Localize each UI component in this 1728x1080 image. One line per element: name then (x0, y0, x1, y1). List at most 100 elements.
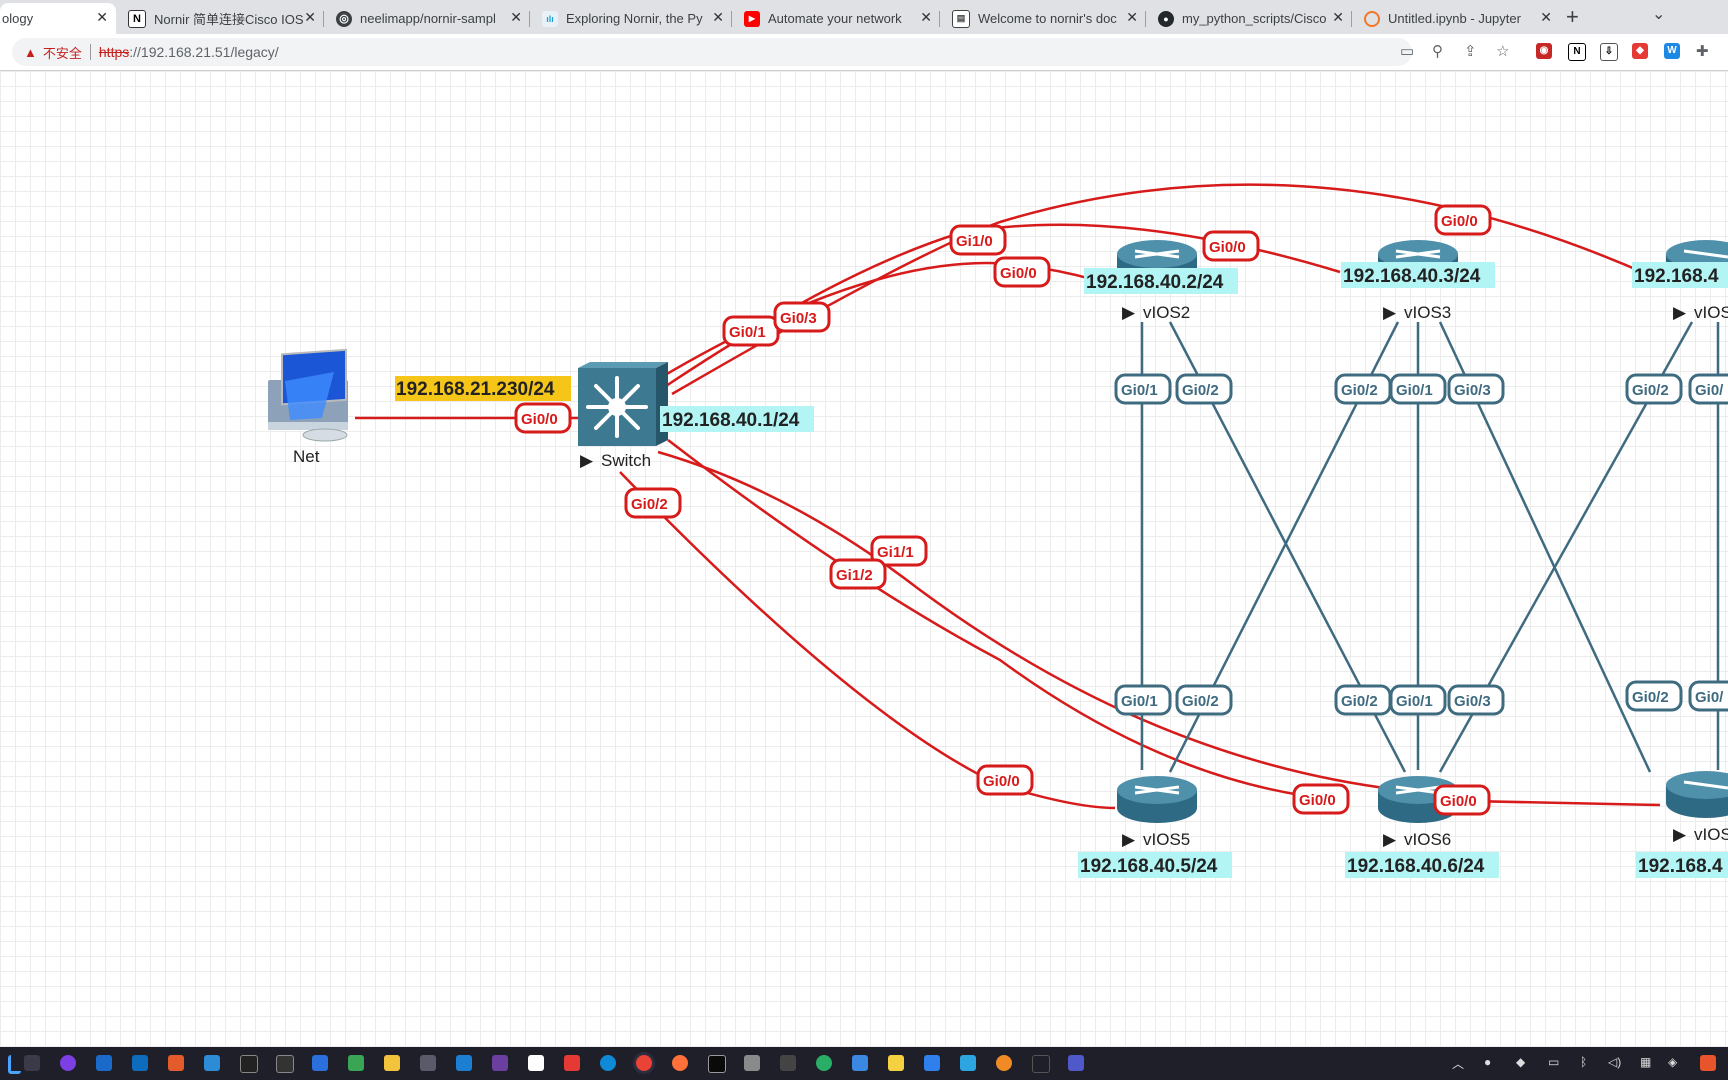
firefox-icon[interactable] (672, 1055, 688, 1071)
port-badge[interactable]: Gi0/0 (976, 764, 1034, 796)
port-badge[interactable]: Gi0/3 (1447, 684, 1505, 716)
volume-icon[interactable]: ◁) (1608, 1055, 1622, 1069)
port-badge[interactable]: Gi0/0 (1202, 230, 1260, 262)
port-badge[interactable]: Gi0/0 (993, 256, 1051, 288)
bluetooth-icon[interactable]: ᛒ (1580, 1055, 1588, 1069)
chrome-icon[interactable] (636, 1055, 652, 1071)
telegram-icon[interactable] (960, 1055, 976, 1071)
close-icon[interactable]: ✕ (304, 9, 316, 25)
app-icon[interactable] (312, 1055, 328, 1071)
vios5-router[interactable] (1117, 776, 1197, 823)
app-icon[interactable] (564, 1055, 580, 1071)
app-tray-icon[interactable] (1700, 1055, 1716, 1071)
switch-node[interactable] (578, 362, 668, 446)
close-icon[interactable]: ✕ (1126, 9, 1138, 25)
vios7-router[interactable] (1666, 771, 1728, 818)
port-badge[interactable]: Gi0/1 (1114, 684, 1172, 716)
tab-notion[interactable]: N Nornir 简单连接Cisco IOS ✕ (118, 3, 324, 34)
tab-github-scripts[interactable]: ● my_python_scripts/Cisco ✕ (1148, 3, 1352, 34)
port-badge[interactable]: Gi0/3 (773, 301, 831, 333)
folder-icon[interactable] (384, 1055, 400, 1071)
port-badge[interactable]: Gi1/0 (949, 224, 1007, 256)
port-badge[interactable]: Gi1/2 (829, 558, 887, 590)
port-badge[interactable]: Gi0/2 (1625, 680, 1683, 712)
app-icon[interactable] (96, 1055, 112, 1071)
port-badge[interactable]: Gi0/0 (514, 402, 572, 434)
edge-icon[interactable] (600, 1055, 616, 1071)
network-icon[interactable]: ▭ (1548, 1055, 1560, 1069)
app-icon[interactable] (60, 1055, 76, 1071)
tab-nornir-docs[interactable]: ▤ Welcome to nornir's doc ✕ (942, 3, 1146, 34)
clipboard-icon[interactable]: ▭ (1400, 43, 1415, 60)
close-icon[interactable]: ✕ (96, 9, 108, 25)
teams-icon[interactable] (1068, 1055, 1084, 1071)
app-icon[interactable] (852, 1055, 868, 1071)
port-badge[interactable]: Gi0/1 (1389, 684, 1447, 716)
port-badge[interactable]: Gi0/ (1688, 680, 1728, 712)
port-badge[interactable]: Gi0/0 (1433, 784, 1491, 816)
port-badge[interactable]: Gi0/0 (1292, 783, 1350, 815)
port-badge[interactable]: Gi0/0 (1434, 204, 1492, 236)
tab-topology[interactable]: ology ✕ (0, 3, 116, 34)
app-icon[interactable] (708, 1055, 726, 1073)
close-icon[interactable]: ✕ (1332, 9, 1344, 25)
port-badge[interactable]: Gi0/1 (1389, 373, 1447, 405)
tab-github-neelimapp[interactable]: ◎ neelimapp/nornir-sampl ✕ (326, 3, 530, 34)
microphone-icon[interactable]: ● (1484, 1055, 1492, 1069)
calculator-icon[interactable] (420, 1055, 436, 1071)
address-bar[interactable]: ▲ 不安全 https://192.168.21.51/legacy/ (12, 38, 1412, 66)
notes-icon[interactable] (888, 1055, 904, 1071)
port-badge[interactable]: Gi0/2 (1175, 684, 1233, 716)
close-icon[interactable]: ✕ (1540, 9, 1552, 25)
chevron-down-icon[interactable]: ⌄ (1652, 6, 1666, 23)
tab-youtube[interactable]: ▶ Automate your network ✕ (734, 3, 940, 34)
app-icon[interactable] (924, 1055, 940, 1071)
topology-canvas[interactable]: Net ▶ Switch ▶ vIOS2 ▶ vIOS3 ▶ vIOS ▶ vI… (0, 71, 1728, 1047)
switch-run-icon[interactable]: ▶ (580, 451, 594, 470)
chevron-up-icon[interactable]: ︿ (1452, 1057, 1465, 1071)
app-icon[interactable] (744, 1055, 760, 1071)
vios2-run-icon[interactable]: ▶ (1122, 303, 1136, 322)
extension-icon[interactable]: ◉ (1536, 43, 1552, 59)
port-badge[interactable]: Gi1/1 (870, 535, 928, 567)
app-tray-icon[interactable]: ◆ (1516, 1055, 1526, 1069)
app-icon[interactable] (996, 1055, 1012, 1071)
outlook-icon[interactable] (132, 1055, 148, 1071)
port-badge[interactable]: Gi0/2 (1334, 373, 1392, 405)
security-label[interactable]: 不安全 (42, 45, 82, 61)
zoom-icon[interactable]: ⚲ (1432, 43, 1443, 60)
net-node[interactable] (268, 348, 348, 442)
input-method-icon[interactable]: ◈ (1668, 1055, 1678, 1069)
shield-icon[interactable]: ◆ (1632, 43, 1648, 59)
notion-icon[interactable] (528, 1055, 544, 1071)
wechat-icon[interactable] (816, 1055, 832, 1071)
port-badge[interactable]: Gi0/2 (1334, 684, 1392, 716)
star-icon[interactable]: ☆ (1496, 43, 1510, 60)
vios4-run-icon[interactable]: ▶ (1673, 303, 1687, 322)
windows-start-icon[interactable] (8, 1055, 21, 1074)
keyboard-icon[interactable]: ▦ (1640, 1055, 1652, 1069)
app-icon[interactable] (456, 1055, 472, 1071)
extension-icon[interactable]: W (1664, 43, 1680, 59)
tab-jupyter[interactable]: Untitled.ipynb - Jupyter ✕ (1354, 3, 1560, 34)
close-icon[interactable]: ✕ (510, 9, 522, 25)
app-icon[interactable] (780, 1055, 796, 1071)
puzzle-icon[interactable]: ✚ (1696, 43, 1709, 60)
extension-icon[interactable]: ⇩ (1600, 43, 1618, 61)
port-badge[interactable]: Gi0/1 (722, 315, 780, 347)
vios7-run-icon[interactable]: ▶ (1673, 825, 1687, 844)
terminal-icon[interactable] (276, 1055, 294, 1073)
vios3-run-icon[interactable]: ▶ (1383, 303, 1397, 322)
share-icon[interactable]: ⇪ (1464, 43, 1477, 60)
vios6-run-icon[interactable]: ▶ (1383, 830, 1397, 849)
close-icon[interactable]: ✕ (712, 9, 724, 25)
port-badge[interactable]: Gi0/2 (624, 487, 682, 519)
vios5-run-icon[interactable]: ▶ (1122, 830, 1136, 849)
terminal-icon[interactable] (240, 1055, 258, 1073)
app-icon[interactable] (1032, 1055, 1050, 1073)
task-view-icon[interactable] (24, 1055, 40, 1071)
port-badge[interactable]: Gi0/3 (1447, 373, 1505, 405)
port-badge[interactable]: Gi0/1 (1114, 373, 1172, 405)
notion-extension-icon[interactable]: N (1568, 43, 1586, 61)
remote-desktop-icon[interactable] (204, 1055, 220, 1071)
